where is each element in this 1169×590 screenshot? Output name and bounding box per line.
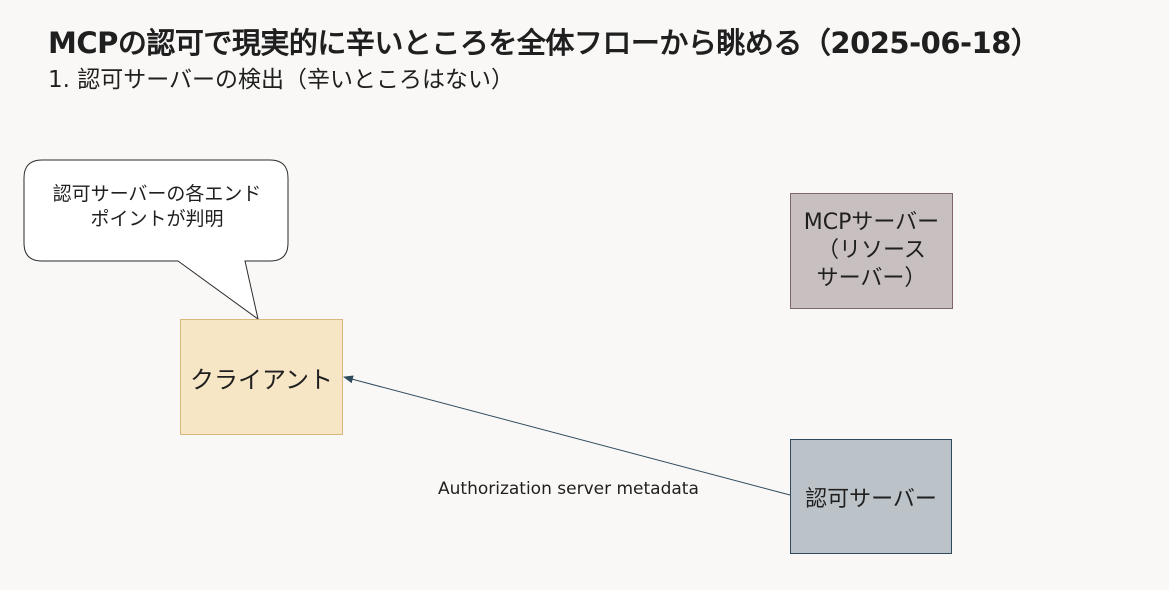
mcp-server-node: MCPサーバー （リソース サーバー） — [790, 193, 953, 309]
metadata-arrow — [343, 375, 791, 496]
metadata-edge-label: Authorization server metadata — [438, 479, 699, 499]
callout-bubble — [23, 159, 289, 321]
mcp-server-label: MCPサーバー （リソース サーバー） — [803, 210, 940, 291]
client-node: クライアント — [180, 319, 343, 435]
page-title: MCPの認可で現実的に辛いところを全体フローから眺める（2025-06-18） — [48, 26, 1040, 60]
client-label: クライアント — [189, 365, 334, 394]
auth-server-label: 認可サーバー — [805, 486, 937, 512]
callout-text: 認可サーバーの各エンド ポイントが判明 — [52, 183, 262, 230]
auth-server-node: 認可サーバー — [790, 439, 952, 554]
page-subtitle: 1. 認可サーバーの検出（辛いところはない） — [48, 67, 515, 93]
